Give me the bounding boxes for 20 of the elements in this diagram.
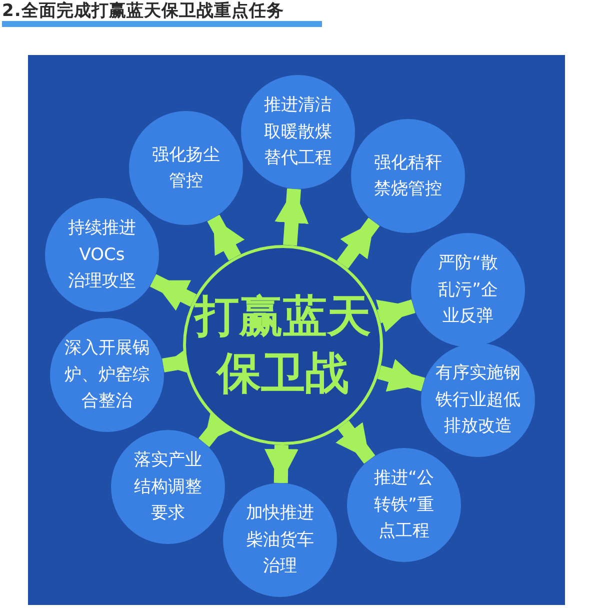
center-title: 打赢蓝天保卫战 <box>195 290 371 401</box>
block-arrow <box>377 358 426 392</box>
task-label: 深入开展锅炉、炉窑综合整治 <box>64 337 150 414</box>
task-label: 推进“公转铁”重点工程 <box>374 467 434 544</box>
block-arrow <box>336 420 376 464</box>
task-label: 推进清洁取暖散煤替代工程 <box>264 94 332 170</box>
task-label: 强化秸秆禁烧管控 <box>374 152 442 201</box>
task-label: 严防“散乱污”企业反弹 <box>438 252 498 328</box>
block-arrow <box>336 218 380 269</box>
block-arrow <box>207 214 245 261</box>
task-label: 落实产业结构调整要求 <box>134 449 202 526</box>
task-label: 强化扬尘管控 <box>152 144 220 193</box>
task-label: 加快推进柴油货车治理 <box>246 502 314 578</box>
task-label: 持续推进VOCs治理攻坚 <box>68 217 136 294</box>
block-arrow <box>274 188 309 246</box>
section-heading: 2.全面完成打赢蓝天保卫战重点任务 <box>2 1 284 21</box>
block-arrow <box>150 274 197 311</box>
block-arrow <box>264 444 298 484</box>
task-label: 有序实施钢铁行业超低排放改造 <box>436 362 520 438</box>
block-arrow <box>376 300 416 332</box>
